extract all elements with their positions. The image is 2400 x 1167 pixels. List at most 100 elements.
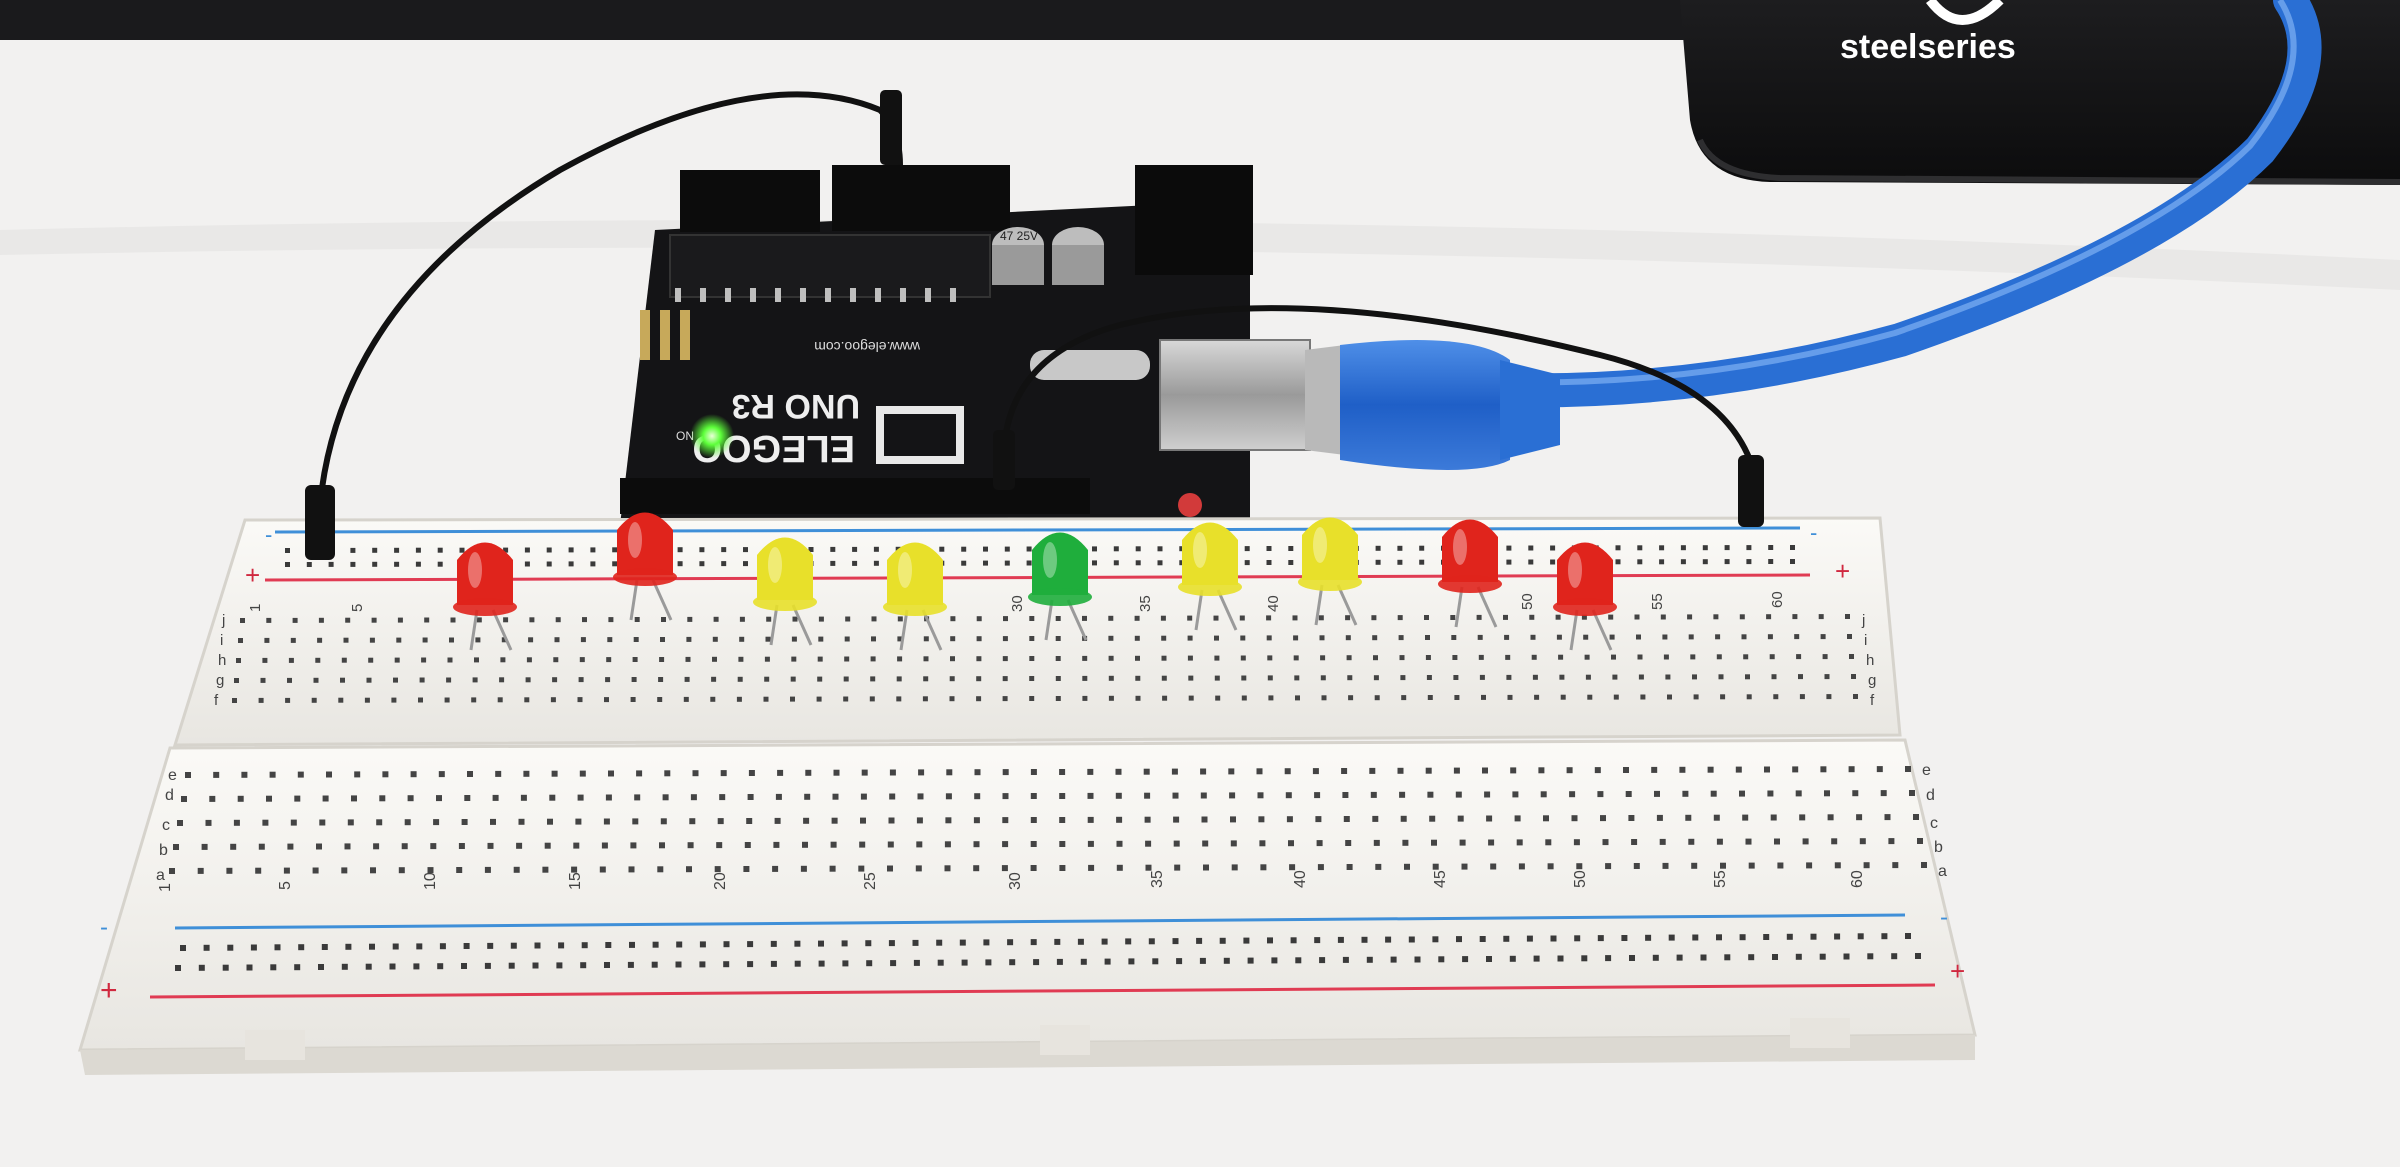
breadboard-hole xyxy=(497,697,503,703)
breadboard-hole xyxy=(376,819,383,826)
icsp-pins xyxy=(640,310,690,360)
breadboard-hole xyxy=(1615,545,1621,551)
breadboard-hole xyxy=(577,794,584,801)
breadboard-hole xyxy=(471,697,477,703)
breadboard-hole xyxy=(1795,953,1802,960)
svg-text:c: c xyxy=(1930,815,1938,832)
breadboard-hole xyxy=(985,959,992,966)
breadboard-hole xyxy=(1453,675,1459,680)
breadboard-hole xyxy=(712,636,718,642)
breadboard-hole xyxy=(677,561,683,567)
breadboard-hole xyxy=(1108,615,1114,621)
breadboard-hole xyxy=(1425,635,1430,640)
breadboard-hole xyxy=(1720,862,1726,869)
breadboard-hole xyxy=(983,939,990,946)
breadboard-hole xyxy=(1543,815,1549,822)
breadboard-hole xyxy=(1285,792,1292,799)
breadboard-hole xyxy=(1569,791,1576,798)
breadboard-hole xyxy=(1690,654,1696,660)
breadboard-hole xyxy=(1510,767,1517,774)
breadboard-hole xyxy=(1196,937,1203,944)
breadboard-hole xyxy=(1092,546,1097,552)
breadboard-hole xyxy=(1746,559,1752,565)
led-yellow xyxy=(883,542,947,651)
breadboard-hole xyxy=(260,677,266,683)
breadboard-hole xyxy=(662,794,669,801)
svg-text:g: g xyxy=(216,672,224,689)
breadboard-hole xyxy=(1030,817,1037,823)
breadboard-hole xyxy=(1863,862,1870,869)
breadboard-hole xyxy=(1375,559,1381,565)
breadboard-hole xyxy=(1764,766,1770,773)
breadboard-hole xyxy=(950,636,956,642)
svg-text:b: b xyxy=(1934,839,1943,856)
breadboard-hole xyxy=(1317,864,1324,871)
breadboard-hole xyxy=(1876,766,1883,773)
breadboard-hole xyxy=(1244,546,1250,552)
breadboard-hole xyxy=(1115,768,1122,775)
breadboard-hole xyxy=(503,547,509,553)
breadboard-hole xyxy=(389,963,396,970)
breadboard-hole xyxy=(234,678,239,683)
breadboard-hole xyxy=(230,843,237,850)
breadboard-hole xyxy=(415,561,421,567)
breadboard-hole xyxy=(1125,938,1132,945)
jumper-wire-right xyxy=(1000,305,1753,489)
breadboard-hole xyxy=(777,769,784,776)
jumper-pin-right xyxy=(1738,455,1764,527)
breadboard-hole xyxy=(945,817,952,824)
breadboard-hole xyxy=(568,561,574,567)
breadboard-hole xyxy=(897,656,903,662)
breadboard-hole xyxy=(1288,546,1294,551)
breadboard-hole xyxy=(487,942,494,949)
breadboard-hole xyxy=(1680,559,1686,565)
breadboard-hole xyxy=(1534,694,1540,700)
breadboard-hole xyxy=(1087,768,1094,775)
breadboard-hole xyxy=(1404,863,1410,870)
breadboard-hole xyxy=(1230,840,1237,847)
column-numbers-upper: 1 5 30 35 40 50 55 60 xyxy=(247,591,1786,612)
breadboard-hole xyxy=(516,842,523,849)
breadboard-hole xyxy=(804,793,811,800)
breadboard-hole xyxy=(1739,934,1746,941)
breadboard-hole xyxy=(1461,863,1468,870)
breadboard-hole xyxy=(772,865,779,872)
breadboard-hole xyxy=(283,867,290,874)
breadboard-hole xyxy=(1625,791,1632,797)
breadboard-hole xyxy=(1346,655,1352,661)
breadboard-hole xyxy=(1713,814,1720,821)
breadboard-hole xyxy=(1700,954,1707,961)
breadboard-hole xyxy=(803,817,810,824)
breadboard-hole xyxy=(1002,656,1008,662)
breadboard-hole xyxy=(844,656,850,662)
breadboard-hole xyxy=(1172,792,1179,799)
svg-text:55: 55 xyxy=(1712,870,1729,888)
breadboard-hole xyxy=(983,546,988,552)
jumper-wires xyxy=(305,90,1764,560)
breadboard-hole xyxy=(1724,954,1731,961)
breadboard-hole xyxy=(590,561,596,567)
svg-text:f: f xyxy=(1870,692,1875,709)
svg-text:j: j xyxy=(221,612,225,629)
breadboard-hole xyxy=(657,866,664,873)
breadboard-hole xyxy=(1002,636,1008,642)
breadboard-hole xyxy=(1581,614,1587,620)
breadboard-hole xyxy=(1104,958,1111,965)
breadboard-hole xyxy=(1888,838,1895,845)
breadboard-hole xyxy=(490,818,496,825)
breadboard-hole xyxy=(605,794,612,801)
breadboard-hole xyxy=(632,657,638,662)
breadboard-hole xyxy=(495,770,502,777)
svg-text:55: 55 xyxy=(1649,593,1666,610)
breadboard-hole xyxy=(575,818,582,825)
breadboard-hole xyxy=(579,770,586,777)
breadboard-hole xyxy=(526,657,532,663)
breadboard-hole xyxy=(1002,696,1008,702)
breadboard-hole xyxy=(1852,790,1859,797)
breadboard-hole xyxy=(1059,841,1066,847)
breadboard-hole xyxy=(1128,958,1135,965)
row-letters-upper-left: j i h g f xyxy=(214,612,226,709)
breadboard-hole xyxy=(1258,816,1265,823)
breadboard-hole xyxy=(1288,560,1294,565)
breadboard-hole xyxy=(1432,936,1439,943)
